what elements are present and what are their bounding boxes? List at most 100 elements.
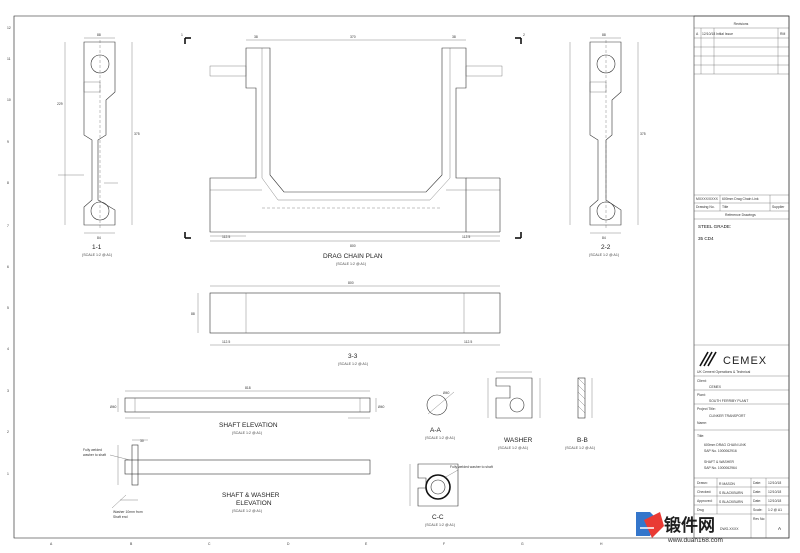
svg-text:1: 1 bbox=[181, 33, 183, 37]
dim-top: 370 bbox=[350, 35, 356, 39]
note-washer-gap: Washer 10mm from bbox=[113, 510, 143, 514]
view-title: B-B bbox=[577, 437, 588, 444]
ref-drawing-desc: 600mm Drag Chain Link bbox=[722, 197, 759, 201]
brand-name: CEMEX bbox=[723, 355, 767, 367]
view-title-line2: ELEVATION bbox=[236, 500, 272, 507]
dim-diameter: Ø40 bbox=[443, 391, 450, 395]
approved-label: Approved: bbox=[697, 499, 713, 503]
grid-left-labels: 12 11 10 9 8 7 6 5 4 3 2 1 bbox=[7, 26, 11, 476]
grid-label: 3 bbox=[7, 389, 9, 393]
dwg-label: Dwg bbox=[697, 508, 704, 512]
rev-by: RM bbox=[780, 32, 785, 36]
scale-value: 1:2 @ A1 bbox=[768, 508, 782, 512]
view-title: C-C bbox=[432, 514, 444, 521]
plant-label: Plant: bbox=[697, 393, 706, 397]
title-line-3: SHAFT & WASHER bbox=[704, 460, 735, 464]
section-c-c-view: Fully welded washer to shaft C-C (SCALE … bbox=[409, 463, 493, 527]
dim-left: Ø40 bbox=[110, 405, 117, 409]
title-label: Title: bbox=[697, 434, 704, 438]
view-title: A-A bbox=[430, 427, 442, 434]
checked-label: Checked: bbox=[697, 490, 711, 494]
view-scale: (SCALE 1:2 @ A1) bbox=[82, 253, 112, 257]
brand-sub: UK Cement Operations & Technical bbox=[697, 370, 751, 374]
grid-label: 2 bbox=[7, 430, 9, 434]
grid-label: H bbox=[600, 542, 603, 546]
rev-date: 12/10/18 bbox=[702, 32, 715, 36]
section-2-2-view: 88 84 375 2-2 (SCALE 1:2 @ A1) bbox=[569, 33, 646, 257]
view-scale: (SCALE 1:2 @ A1) bbox=[232, 431, 262, 435]
rev-no-value: A bbox=[778, 526, 782, 531]
grid-label: F bbox=[443, 542, 445, 546]
dim-total: 800 bbox=[348, 281, 354, 285]
rev-letter: A bbox=[696, 32, 699, 36]
watermark-url: www.duan168.com bbox=[667, 537, 723, 544]
revisions-heading: Revisions bbox=[734, 22, 749, 26]
steel-grade-value: 35 CD4 bbox=[698, 236, 714, 241]
grid-label: C bbox=[208, 542, 211, 546]
view-title: SHAFT ELEVATION bbox=[219, 422, 278, 429]
grid-bottom-labels: A B C D E F G H bbox=[50, 542, 603, 546]
grid-label: G bbox=[521, 542, 524, 546]
view-title: SHAFT & WASHER bbox=[222, 492, 280, 499]
dim-right-top: 38 bbox=[452, 35, 456, 39]
note-weld: Fully welded washer to shaft bbox=[450, 465, 493, 469]
view-title: DRAG CHAIN PLAN bbox=[323, 253, 383, 260]
view-scale: (SCALE 1:2 @ A1) bbox=[336, 262, 366, 266]
view-title: 3-3 bbox=[348, 353, 358, 360]
checked-date: 12/10/18 bbox=[768, 490, 781, 494]
dim-right: Ø40 bbox=[378, 405, 385, 409]
grid-label: 1 bbox=[7, 472, 9, 476]
title-line-4: SAP No. 1000062964 bbox=[704, 466, 737, 470]
name-label: Name: bbox=[697, 421, 707, 425]
view-title: 1-1 bbox=[92, 244, 102, 251]
drawn-date-label: Date: bbox=[753, 481, 761, 485]
project-label: Project Title: bbox=[697, 407, 716, 411]
title-line-2: SAP No. 1000062916 bbox=[704, 449, 737, 453]
grid-label: 8 bbox=[7, 181, 9, 185]
dim-left: 112.5 bbox=[222, 340, 230, 344]
grid-label: 6 bbox=[7, 265, 9, 269]
section-b-b-view: B-B (SCALE 1:2 @ A1) bbox=[565, 377, 595, 450]
grid-label: E bbox=[365, 542, 368, 546]
checked-value: S BLACKBURN bbox=[719, 491, 743, 495]
section-1-1-view: 88 84 375 229 1-1 (SCALE 1:2 @ A1) bbox=[57, 33, 140, 257]
grid-label: 11 bbox=[7, 57, 11, 61]
grid-label: 7 bbox=[7, 224, 9, 228]
title-line-1: 600mm DRAG CHAIN LINK bbox=[704, 443, 747, 447]
rev-desc: Initial Issue bbox=[716, 32, 733, 36]
grid-label: D bbox=[287, 542, 290, 546]
view-title: 2-2 bbox=[601, 244, 611, 251]
drawn-label: Drawn: bbox=[697, 481, 708, 485]
title-block: Revisions A 12/10/18 Initial Issue RM MX… bbox=[693, 15, 790, 539]
ref-drawings-label: Reference Drawings bbox=[725, 213, 756, 217]
grid-label: B bbox=[130, 542, 133, 546]
svg-text:30: 30 bbox=[140, 439, 144, 443]
drawn-value: R MASON bbox=[719, 482, 735, 486]
col-drawing-no: Drawing No. bbox=[696, 205, 715, 209]
dim-top: 88 bbox=[97, 33, 101, 37]
view-scale: (SCALE 1:2 @ A1) bbox=[565, 446, 595, 450]
drawing-number: DWG-XXXX bbox=[720, 527, 739, 531]
watermark-logo-icon bbox=[636, 512, 664, 538]
watermark: 锻件网 www.duan168.com bbox=[636, 512, 723, 544]
approved-date-label: Date: bbox=[753, 499, 761, 503]
shaft-elevation-view: 818 Ø40 Ø40 SHAFT ELEVATION (SCALE 1:2 @… bbox=[110, 386, 385, 435]
shaft-washer-elevation-view: 30 Fully welded washer to shaft Washer 1… bbox=[83, 439, 371, 519]
project-value: CLINKER TRANSPORT bbox=[709, 414, 745, 418]
dim-bottom: 84 bbox=[602, 236, 606, 240]
client-label: Client: bbox=[697, 379, 707, 383]
dim-total: 800 bbox=[350, 244, 356, 248]
ref-drawing-number: MXXXX/XXXX bbox=[696, 197, 719, 201]
view-scale: (SCALE 1:2 @ A1) bbox=[425, 523, 455, 527]
dim-top: 88 bbox=[602, 33, 606, 37]
dim-height: 375 bbox=[640, 132, 646, 136]
view-scale: (SCALE 1:2 @ A1) bbox=[589, 253, 619, 257]
view-scale: (SCALE 1:2 @ A1) bbox=[338, 362, 368, 366]
grid-label: 4 bbox=[7, 347, 9, 351]
rev-no-label: Rev No: bbox=[753, 517, 765, 521]
dim-length: 818 bbox=[245, 386, 251, 390]
client-value: CEMEX bbox=[709, 385, 722, 389]
col-supplier: Supplier bbox=[772, 205, 785, 209]
note-washer-gap-2: Shaft end bbox=[113, 515, 128, 519]
